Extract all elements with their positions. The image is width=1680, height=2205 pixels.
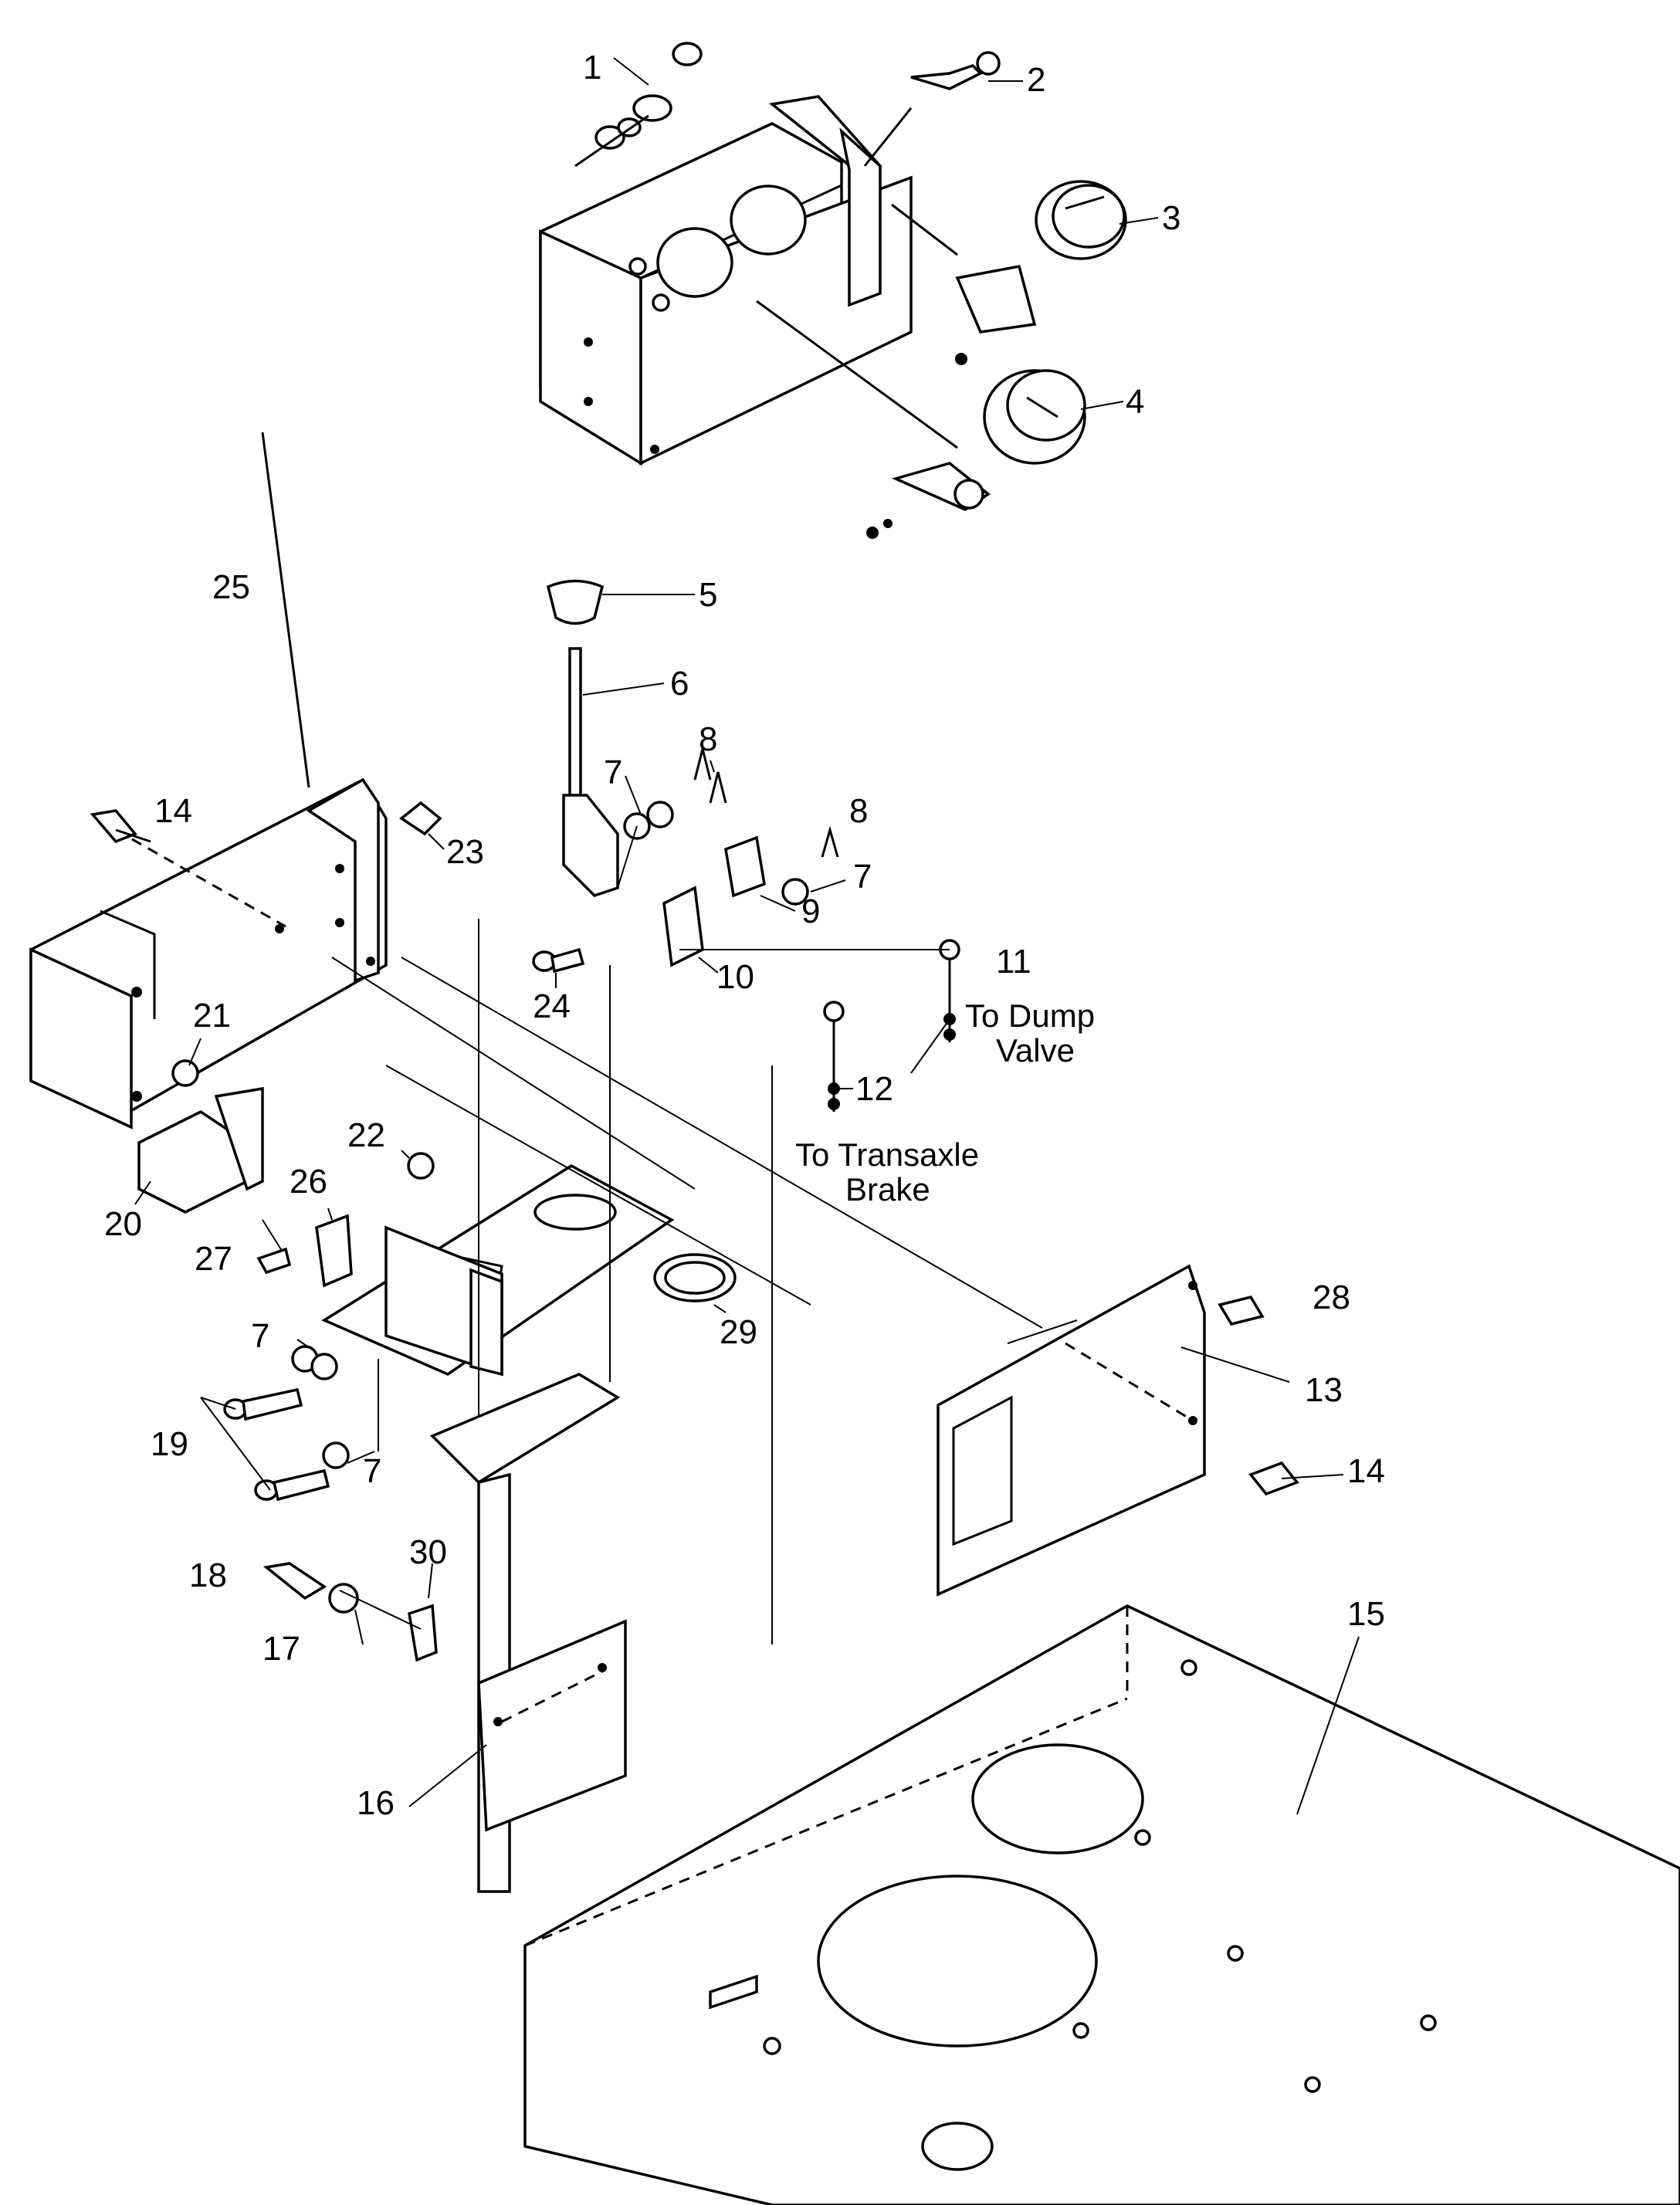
frame-15 — [523, 1604, 1680, 2205]
callout-9: 9 — [801, 892, 820, 930]
callout-leaders — [134, 57, 1360, 1815]
clevis-10 — [662, 886, 704, 967]
callout-26: 26 — [290, 1163, 327, 1201]
callout-10: 10 — [716, 958, 754, 996]
callout-24: 24 — [533, 987, 571, 1025]
callout-17: 17 — [262, 1630, 300, 1668]
switch-20 — [137, 1086, 264, 1214]
callout-19: 19 — [151, 1425, 188, 1463]
bolt-23 — [399, 801, 442, 836]
side-panel-13 — [937, 1264, 1206, 1597]
callout-20: 20 — [104, 1205, 142, 1243]
callout-18: 18 — [189, 1556, 227, 1594]
mounting-bracket — [321, 1163, 675, 1377]
note-transaxle-line1: To Transaxle — [795, 1136, 979, 1173]
indicator-light-assembly — [574, 42, 703, 168]
washer-17 — [328, 1583, 359, 1614]
callout-28: 28 — [1312, 1279, 1350, 1316]
note-transaxle-line2: Brake — [845, 1171, 930, 1208]
nut-22 — [407, 1152, 435, 1180]
callout-2: 2 — [1027, 61, 1045, 99]
grommet-29 — [653, 1253, 737, 1302]
callout-25: 25 — [212, 568, 250, 606]
washers-7-top — [623, 801, 674, 840]
pins-19 — [223, 1387, 330, 1502]
nut-21 — [171, 1059, 199, 1087]
callout-27: 27 — [195, 1240, 232, 1278]
callout-21: 21 — [193, 997, 231, 1035]
callout-14-left: 14 — [154, 792, 192, 830]
callout-8-top: 8 — [699, 720, 717, 758]
relay-26 — [315, 1214, 353, 1288]
note-dump-valve-line2: Valve — [996, 1032, 1075, 1069]
washer-7-right — [781, 878, 809, 906]
washers-7-lower — [291, 1345, 350, 1469]
callout-3: 3 — [1162, 199, 1180, 237]
gauge-temperature — [756, 300, 1086, 539]
callout-1: 1 — [583, 49, 601, 86]
gauge-hourmeter — [891, 180, 1127, 365]
bolt-14-left — [90, 809, 151, 844]
callout-15: 15 — [1347, 1595, 1385, 1633]
callout-22: 22 — [347, 1116, 385, 1154]
clevis-9 — [724, 835, 766, 898]
callout-5: 5 — [699, 576, 717, 614]
callout-29: 29 — [720, 1313, 757, 1351]
callout-4: 4 — [1126, 383, 1144, 421]
callout-13: 13 — [1305, 1371, 1343, 1409]
control-lever — [546, 579, 619, 898]
callout-14-right: 14 — [1347, 1452, 1385, 1490]
bolt-18 — [262, 1562, 327, 1600]
callout-6: 6 — [670, 665, 689, 703]
upright-bracket — [429, 1373, 627, 1893]
callout-30: 30 — [409, 1533, 447, 1571]
bolt-14-right — [1248, 1461, 1299, 1496]
pin-24 — [532, 947, 585, 974]
callout-8-right: 8 — [849, 792, 868, 830]
routing-notes: To Dump Valve To Transaxle Brake — [795, 998, 1095, 1208]
cable-end-12 — [823, 1001, 845, 1112]
bolt-28 — [1218, 1295, 1265, 1326]
cotter-pins-8 — [693, 748, 839, 858]
screw-27 — [256, 1247, 292, 1275]
callout-23: 23 — [446, 833, 484, 871]
callout-7-top: 7 — [604, 754, 622, 791]
cable-clamp-30 — [408, 1604, 438, 1662]
callout-11: 11 — [996, 943, 1031, 981]
callout-12: 12 — [855, 1070, 893, 1108]
callout-labels: 1 2 3 4 5 6 7 8 8 7 9 10 11 12 13 14 14 … — [104, 49, 1385, 1822]
ignition-key — [863, 51, 1001, 167]
dash-console-housing — [539, 95, 913, 466]
callout-7-right: 7 — [853, 858, 872, 896]
control-panel-housing — [29, 432, 388, 1130]
callout-16: 16 — [357, 1784, 395, 1822]
callout-7-lower-left: 7 — [251, 1317, 269, 1355]
note-dump-valve-line1: To Dump — [965, 998, 1095, 1034]
callout-7-lower: 7 — [363, 1452, 381, 1490]
